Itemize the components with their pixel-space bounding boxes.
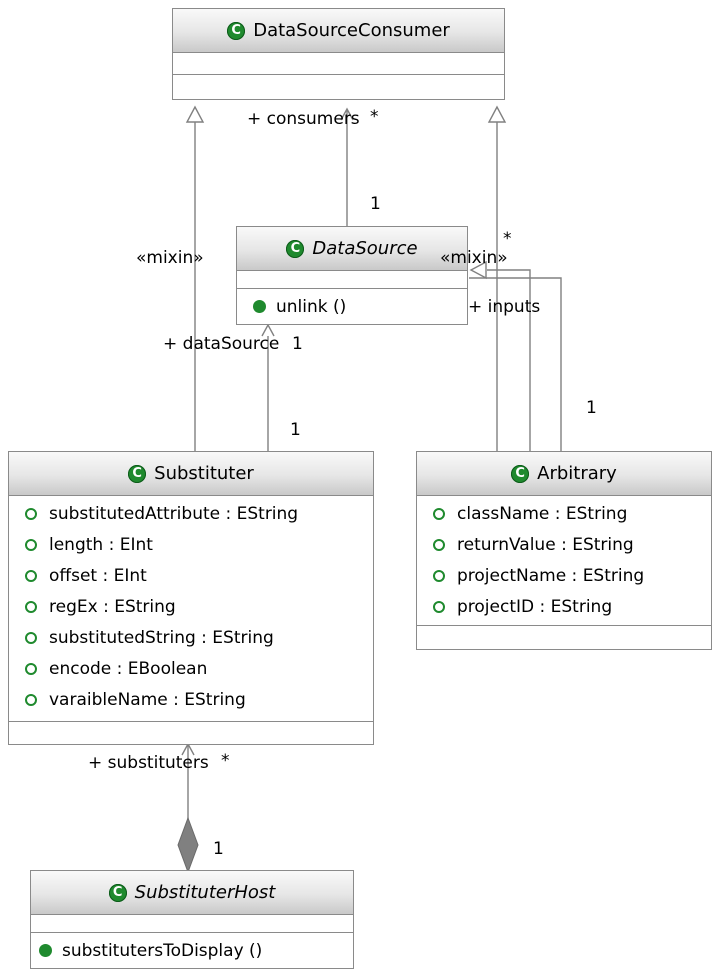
class-substituterhost[interactable]: C SubstituterHost substitutersToDisplay … — [30, 870, 354, 969]
attribute-icon — [433, 538, 445, 551]
multiplicity-consumers: * — [370, 107, 379, 127]
attribute-label: className : EString — [457, 503, 628, 524]
operations-compartment — [417, 626, 711, 646]
mixin-line-arbitrary-to-datasource — [487, 269, 531, 452]
assoc-line-inputs — [469, 277, 562, 452]
attribute-row[interactable]: className : EString — [417, 498, 711, 529]
operations-compartment — [173, 75, 504, 97]
class-header: C Substituter — [9, 452, 373, 496]
attribute-label: varaibleName : EString — [49, 689, 246, 710]
attributes-compartment — [173, 53, 504, 75]
class-name: SubstituterHost — [134, 882, 276, 903]
role-label-datasource: + dataSource — [163, 334, 280, 354]
attributes-compartment: className : EString returnValue : EStrin… — [417, 496, 711, 626]
attribute-row[interactable]: offset : EInt — [9, 560, 373, 591]
class-header: C DataSource — [237, 227, 467, 271]
class-icon: C — [128, 464, 147, 483]
attribute-icon — [25, 600, 37, 613]
class-arbitrary[interactable]: C Arbitrary className : EString returnVa… — [416, 451, 712, 650]
class-substituter[interactable]: C Substituter substitutedAttribute : ESt… — [8, 451, 374, 745]
operation-row[interactable]: substitutersToDisplay () — [31, 935, 353, 966]
role-label-consumers: + consumers — [247, 109, 360, 129]
attributes-compartment — [31, 915, 353, 933]
operations-compartment: unlink () — [237, 289, 467, 324]
attribute-label: substitutedString : EString — [49, 627, 274, 648]
attribute-icon — [25, 631, 37, 644]
operation-row[interactable]: unlink () — [237, 291, 467, 322]
attribute-label: encode : EBoolean — [49, 658, 208, 679]
multiplicity-datasource-role: 1 — [292, 334, 303, 354]
multiplicity-host-one: 1 — [213, 839, 224, 859]
class-datasource[interactable]: C DataSource unlink () — [236, 226, 468, 325]
attribute-row[interactable]: encode : EBoolean — [9, 653, 373, 684]
class-icon: C — [227, 21, 246, 40]
attribute-icon — [433, 600, 445, 613]
multiplicity-substituters: * — [221, 751, 230, 771]
attribute-row[interactable]: projectName : EString — [417, 560, 711, 591]
attribute-label: returnValue : EString — [457, 534, 634, 555]
composition-diamond — [177, 816, 199, 874]
operation-label: unlink () — [276, 296, 347, 317]
attribute-icon — [25, 507, 37, 520]
attribute-row[interactable]: returnValue : EString — [417, 529, 711, 560]
stereotype-mixin-right: «mixin» — [440, 248, 508, 268]
class-header: C DataSourceConsumer — [173, 9, 504, 53]
attribute-label: length : EInt — [49, 534, 153, 555]
class-icon: C — [108, 883, 127, 902]
attributes-compartment — [237, 271, 467, 289]
class-datasourceconsumer[interactable]: C DataSourceConsumer — [172, 8, 505, 100]
attribute-icon — [25, 662, 37, 675]
class-icon: C — [511, 464, 530, 483]
attribute-label: projectID : EString — [457, 596, 613, 617]
attribute-row[interactable]: regEx : EString — [9, 591, 373, 622]
attribute-row[interactable]: substitutedAttribute : EString — [9, 498, 373, 529]
attribute-label: regEx : EString — [49, 596, 176, 617]
class-header: C Arbitrary — [417, 452, 711, 496]
multiplicity-arbitrary-one: 1 — [586, 398, 597, 418]
navigability-arrowhead — [261, 323, 275, 337]
attribute-label: substitutedAttribute : EString — [49, 503, 299, 524]
attribute-row[interactable]: substitutedString : EString — [9, 622, 373, 653]
generalization-arrowhead — [185, 105, 205, 123]
attribute-icon — [433, 569, 445, 582]
attribute-label: offset : EInt — [49, 565, 147, 586]
navigability-arrowhead — [340, 107, 354, 121]
operation-icon — [39, 944, 52, 957]
attribute-icon — [25, 569, 37, 582]
attribute-icon — [25, 538, 37, 551]
attribute-icon — [25, 693, 37, 706]
operations-compartment: substitutersToDisplay () — [31, 933, 353, 968]
class-name: Arbitrary — [537, 463, 617, 484]
attribute-icon — [433, 507, 445, 520]
class-name: Substituter — [154, 463, 254, 484]
multiplicity-datasource-one: 1 — [370, 194, 381, 214]
attribute-label: projectName : EString — [457, 565, 645, 586]
attribute-row[interactable]: varaibleName : EString — [9, 684, 373, 715]
generalization-arrowhead — [469, 260, 487, 280]
multiplicity-inputs: * — [503, 229, 512, 249]
attribute-row[interactable]: projectID : EString — [417, 591, 711, 622]
class-name: DataSource — [312, 238, 418, 259]
attribute-row[interactable]: length : EInt — [9, 529, 373, 560]
generalization-arrowhead — [487, 105, 507, 123]
operations-compartment — [9, 722, 373, 742]
multiplicity-substituter-one: 1 — [290, 420, 301, 440]
class-name: DataSourceConsumer — [253, 20, 450, 41]
operation-icon — [253, 300, 266, 313]
operation-label: substitutersToDisplay () — [62, 940, 263, 961]
role-label-inputs: + inputs — [468, 297, 541, 317]
class-icon: C — [286, 239, 305, 258]
role-label-substituters: + substituters — [88, 753, 209, 773]
attributes-compartment: substitutedAttribute : EString length : … — [9, 496, 373, 722]
class-header: C SubstituterHost — [31, 871, 353, 915]
stereotype-mixin-left: «mixin» — [136, 248, 204, 268]
